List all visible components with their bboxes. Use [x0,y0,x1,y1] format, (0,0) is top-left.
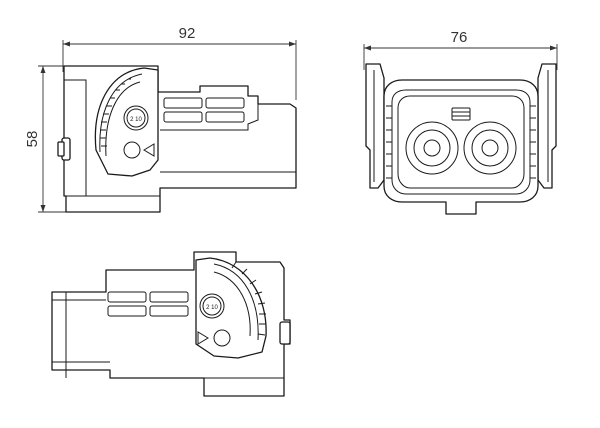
dimension-width-side: 92 [62,25,297,100]
dimension-label-58: 58 [24,131,41,148]
dimension-label-76: 76 [451,29,468,46]
dimension-label-92: 92 [179,25,196,42]
dimension-width-front: 76 [363,29,558,70]
side-view: 92 58 2 10 [24,25,297,213]
dial-marking: 2 10 [130,117,142,123]
front-view: 76 [363,29,558,215]
side-view-mirrored: 2 10 [51,251,291,397]
dial-marking-mirrored: 2 10 [206,305,218,311]
dimension-height-side: 58 [24,65,92,213]
